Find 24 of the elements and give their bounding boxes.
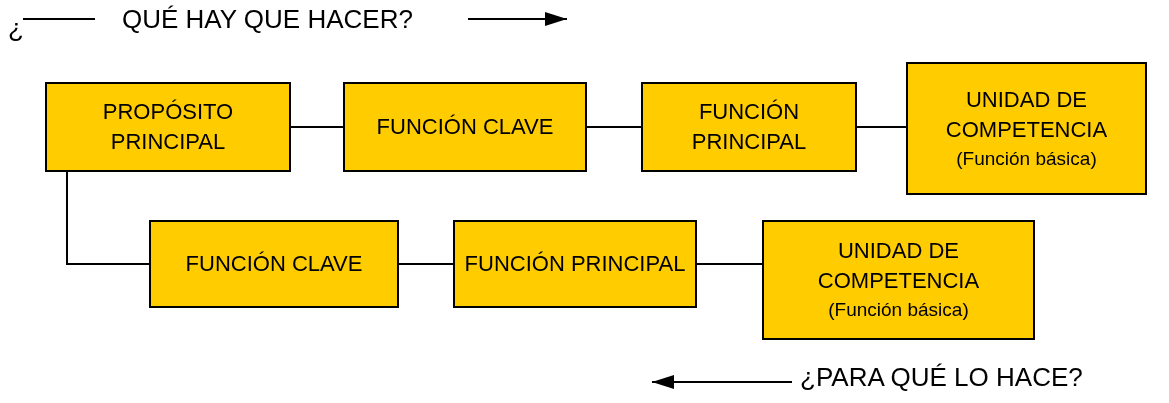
process-box — [149, 220, 399, 308]
connector-line — [696, 263, 763, 265]
box-title: UNIDAD DE COMPETENCIA — [944, 85, 1109, 144]
box-title: FUNCIÓN PRINCIPAL — [464, 250, 686, 278]
box-subtitle: (Función básica) — [828, 298, 969, 322]
box-subtitle: (Función básica) — [956, 146, 1097, 171]
connector-line — [66, 171, 150, 265]
box-title: UNIDAD DE COMPETENCIA — [816, 237, 981, 295]
heading-text: ¿ — [8, 13, 24, 43]
process-box — [762, 220, 1035, 340]
connector-line — [856, 126, 907, 128]
process-box — [45, 82, 291, 172]
box-title: FUNCIÓN CLAVE — [185, 250, 363, 278]
box-title: PROPÓSITO PRINCIPAL — [101, 98, 235, 156]
process-box — [343, 82, 587, 172]
process-box — [453, 220, 697, 308]
connector-line — [586, 126, 642, 128]
box-title: FUNCIÓN CLAVE — [376, 113, 554, 141]
process-box — [641, 82, 857, 172]
connector-line — [290, 126, 344, 128]
connector-line — [398, 263, 454, 265]
process-box — [906, 62, 1147, 195]
heading-text: QUÉ HAY QUE HACER? — [122, 4, 413, 34]
box-title: FUNCIÓN PRINCIPAL — [690, 98, 808, 156]
